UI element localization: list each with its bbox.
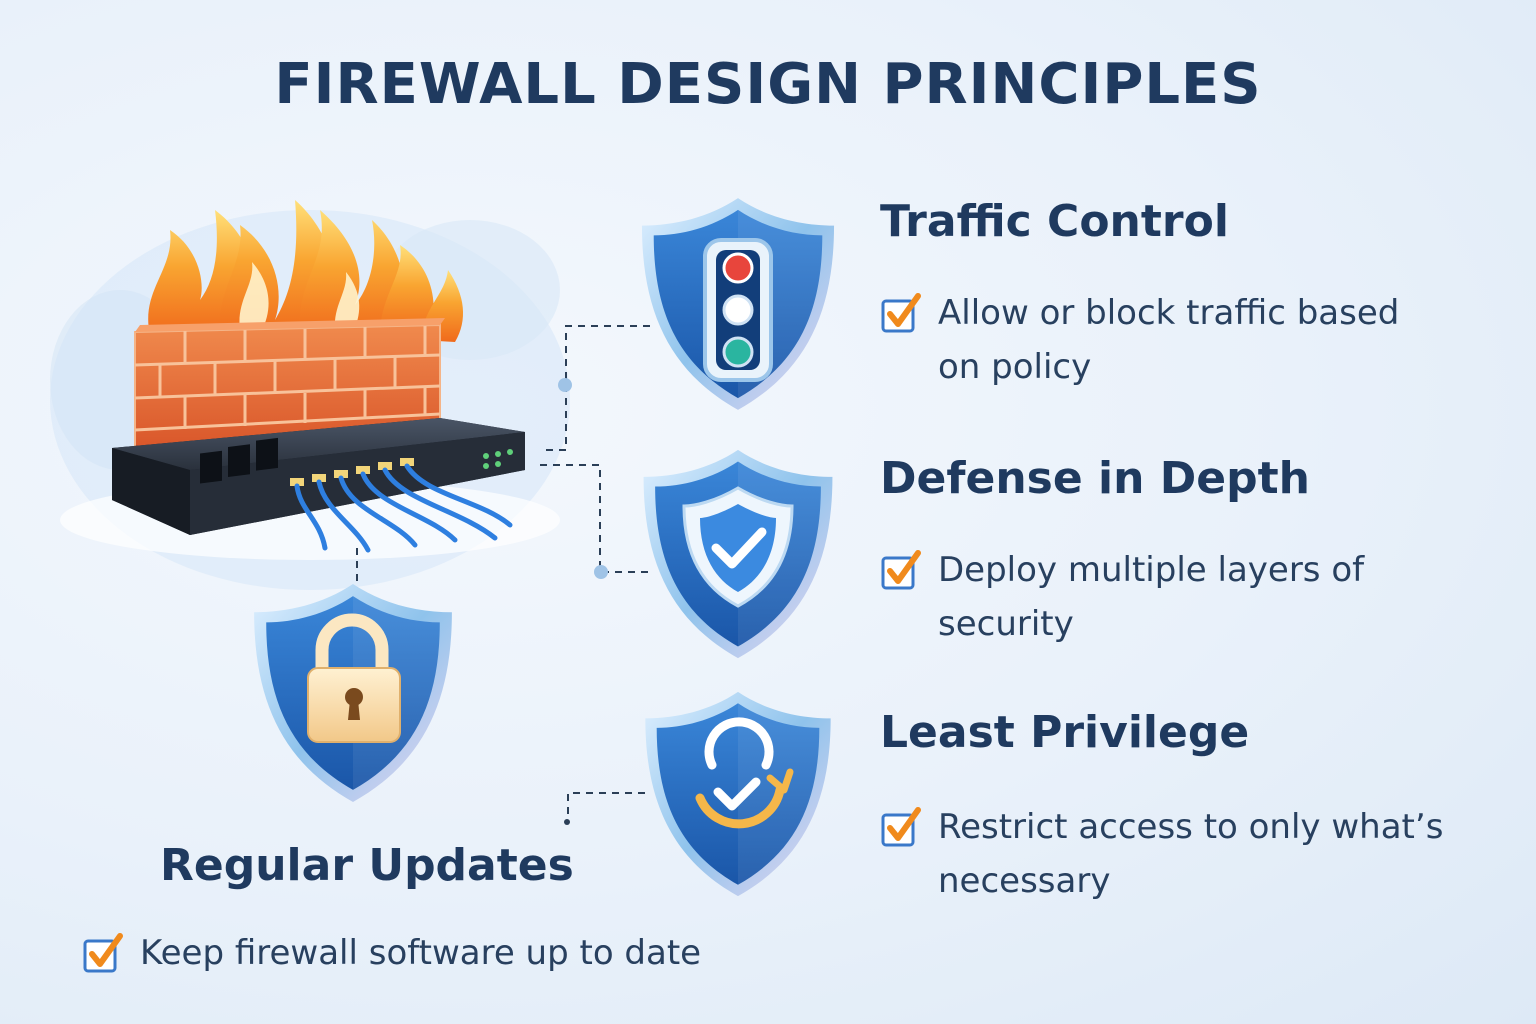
description-least-privilege: Restrict access to only what’s necessary [938, 807, 1444, 901]
defense-shield [643, 449, 833, 659]
checkbox-check-icon [880, 806, 922, 848]
page-title: FIREWALL DESIGN PRINCIPLES [274, 52, 1262, 117]
connector-dot [564, 819, 570, 825]
heading-traffic-control: Traffic Control [880, 196, 1229, 247]
description-regular-updates: Keep firewall software up to date [140, 933, 702, 973]
heading-defense-in-depth: Defense in Depth [880, 453, 1310, 504]
item-regular-updates: Keep firewall software up to date [82, 926, 802, 980]
item-defense-in-depth: Deploy multiple layers of security [880, 543, 1400, 651]
checkbox-check-icon [880, 549, 922, 591]
checkbox-check-icon [880, 292, 922, 334]
least-privilege-shield [645, 691, 831, 897]
item-traffic-control: Allow or block traffic based on policy [880, 286, 1440, 394]
heading-least-privilege: Least Privilege [880, 707, 1250, 758]
item-least-privilege: Restrict access to only what’s necessary [880, 800, 1480, 908]
firewall-router-icon [112, 200, 525, 553]
description-traffic-control: Allow or block traffic based on policy [938, 293, 1400, 387]
connector-dot [594, 565, 608, 579]
flame-icon [148, 200, 464, 342]
refresh-check-icon [695, 717, 794, 829]
checkbox-check-icon [82, 932, 124, 974]
padlock-icon [307, 613, 401, 743]
regular-updates-shield [254, 584, 452, 802]
traffic-light-icon [703, 238, 773, 382]
connector-dot [558, 378, 572, 392]
heading-regular-updates: Regular Updates [160, 840, 574, 891]
shield-check-icon [682, 486, 794, 608]
description-defense-in-depth: Deploy multiple layers of security [938, 550, 1365, 644]
traffic-light-shield [641, 198, 835, 410]
